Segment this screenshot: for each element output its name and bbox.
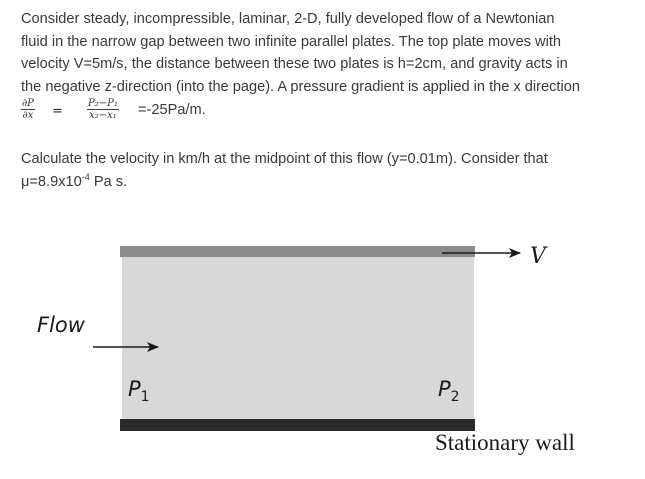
gradient-value: =-25Pa/m. xyxy=(138,102,206,119)
problem-line-2: fluid in the narrow gap between two infi… xyxy=(21,33,562,50)
fluid-gap xyxy=(122,256,474,420)
question-line-2: μ=8.9x10-4 Pa s. xyxy=(21,171,631,194)
top-velocity-label: V xyxy=(530,244,546,269)
problem-line-4: the negative z-direction (into the page)… xyxy=(21,78,580,95)
viscosity-suffix: Pa s. xyxy=(89,173,128,190)
moving-top-plate xyxy=(120,246,475,257)
gradient-rhs-numerator: P₂−P₁ xyxy=(88,98,118,110)
stationary-bottom-wall xyxy=(120,419,475,431)
p2-base: P xyxy=(438,377,451,401)
gradient-lhs-fraction: ∂P ∂x xyxy=(21,98,35,121)
pressure-p1-label: P1 xyxy=(128,377,150,404)
flow-label: Flow xyxy=(37,313,85,337)
problem-line-3: velocity V=5m/s, the distance between th… xyxy=(21,56,568,73)
stationary-wall-label: Stationary wall xyxy=(435,430,575,455)
question-statement: Calculate the velocity in km/h at the mi… xyxy=(21,148,631,193)
viscosity-prefix: μ=8.9x10 xyxy=(21,173,82,190)
gradient-lhs-denominator: ∂x xyxy=(21,109,35,122)
p1-base: P xyxy=(128,377,141,401)
question-line-1: Calculate the velocity in km/h at the mi… xyxy=(21,151,548,167)
gradient-equals-sign: = xyxy=(52,104,63,120)
gradient-rhs-fraction: P₂−P₁ x₂−x₁ xyxy=(87,98,119,121)
p2-subscript: 2 xyxy=(450,389,460,405)
viscosity-exponent: -4 xyxy=(81,171,90,182)
pressure-p2-label: P2 xyxy=(438,377,460,404)
problem-line-1: Consider steady, incompressible, laminar… xyxy=(21,11,555,27)
gradient-rhs-denominator: x₂−x₁ xyxy=(87,109,119,121)
gradient-lhs-numerator: ∂P xyxy=(22,98,34,110)
p1-subscript: 1 xyxy=(140,389,150,405)
pressure-gradient-equation: ∂P ∂x = P₂−P₁ x₂−x₁ =-25Pa/m. xyxy=(21,98,631,128)
problem-statement: Consider steady, incompressible, laminar… xyxy=(21,8,631,128)
